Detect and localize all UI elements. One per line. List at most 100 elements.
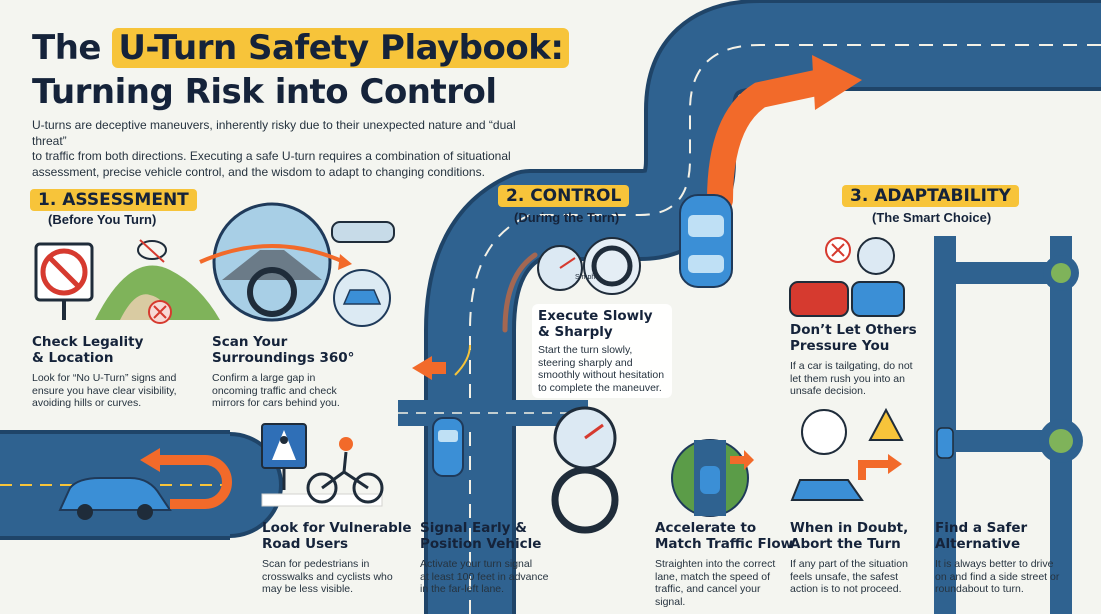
card-text-line: If a car is tailgating, do not xyxy=(790,360,913,372)
section-control-heading: 2. CONTROL xyxy=(498,185,630,207)
title-highlight: U-Turn Safety Playbook: xyxy=(112,28,570,68)
card-text-line: unsafe decision. xyxy=(790,385,866,397)
card-text-line: at least 100 feet in advance xyxy=(420,570,549,583)
card-title-line: Abort the Turn xyxy=(790,536,901,552)
speedometer-unit-label: S mph xyxy=(575,274,596,281)
card-title: Don’t Let Others Pressure You xyxy=(790,322,930,354)
card-text: If any part of the situation feels unsaf… xyxy=(790,558,930,596)
card-text-line: Start the turn slowly, xyxy=(538,344,633,356)
intro-line: to traffic from both directions. Executi… xyxy=(32,149,511,163)
card-text-line: in the far-left lane. xyxy=(420,583,505,595)
card-title-line: Execute Slowly xyxy=(538,308,653,324)
card-text-line: action is to not proceed. xyxy=(790,583,902,595)
card-pressure: Don’t Let Others Pressure You If a car i… xyxy=(790,322,930,398)
card-legality: Check Legality & Location Look for “No U… xyxy=(32,334,192,410)
card-text: Look for “No U-Turn” signs and ensure yo… xyxy=(32,372,192,410)
card-text: If a car is tailgating, do not let them … xyxy=(790,360,930,398)
card-scan: Scan Your Surroundings 360° Confirm a la… xyxy=(212,334,372,410)
card-title-line: Don’t Let Others xyxy=(790,322,917,338)
card-title-line: Find a Safer xyxy=(935,520,1028,536)
card-text-line: Confirm a large gap in xyxy=(212,372,316,384)
card-text-line: crosswalks and cyclists who xyxy=(262,570,393,583)
card-title: When in Doubt, Abort the Turn xyxy=(790,520,930,552)
card-title-line: Accelerate to xyxy=(655,520,757,536)
title-part1: The xyxy=(32,28,101,68)
card-title: Scan Your Surroundings 360° xyxy=(212,334,372,366)
card-title-line: & Sharply xyxy=(538,324,613,340)
section-assessment-sub: (Before You Turn) xyxy=(48,212,157,227)
card-doubt: When in Doubt, Abort the Turn If any par… xyxy=(790,520,930,596)
card-text-line: Look for “No U-Turn” signs and xyxy=(32,372,177,384)
card-vulnerable: Look for Vulnerable Road Users Scan for … xyxy=(262,520,422,596)
card-text-line: avoiding hills or curves. xyxy=(32,397,142,409)
steering-wheel-execute xyxy=(583,237,641,295)
no-uturn-sign xyxy=(34,242,94,320)
card-title-line: Position Vehicle xyxy=(420,536,542,552)
section-adaptability-sub: (The Smart Choice) xyxy=(872,210,992,225)
card-text-line: on and find a side street or xyxy=(935,570,1060,583)
card-text-line: feels unsafe, the safest xyxy=(790,570,898,583)
card-alternative: Find a Safer Alternative It is always be… xyxy=(935,520,1085,596)
card-title-line: Scan Your xyxy=(212,334,288,350)
page-title-line2: Turning Risk into Control xyxy=(32,72,497,112)
main-turn-arrow xyxy=(502,55,862,333)
card-title-line: Check Legality xyxy=(32,334,144,350)
section-assessment-heading: 1. ASSESSMENT xyxy=(30,189,197,211)
page-title: The U-Turn Safety Playbook: xyxy=(32,28,570,68)
pedestrian-sign xyxy=(261,423,383,507)
card-text: Confirm a large gap in oncoming traffic … xyxy=(212,372,372,410)
intro-line: U-turns are deceptive maneuvers, inheren… xyxy=(32,118,516,148)
section-control-sub: (During the Turn) xyxy=(514,210,620,225)
driver-view-circle xyxy=(199,202,352,322)
card-execute: Execute Slowly & Sharply Start the turn … xyxy=(532,304,672,398)
card-text-line: may be less visible. xyxy=(262,583,354,595)
left-road-car xyxy=(58,477,172,520)
intro-text: U-turns are deceptive maneuvers, inheren… xyxy=(32,118,552,180)
card-title: Execute Slowly & Sharply xyxy=(538,308,666,340)
card-text-line: traffic, and cancel your xyxy=(655,583,761,595)
card-signal: Signal Early & Position Vehicle Activate… xyxy=(420,520,570,596)
card-title: Signal Early & Position Vehicle xyxy=(420,520,570,552)
card-text-line: signal. xyxy=(655,595,686,608)
speedometer-execute xyxy=(537,245,583,291)
card-text: Start the turn slowly, steering sharply … xyxy=(538,344,666,394)
hill-scene xyxy=(95,239,220,324)
card-text-line: steering sharply and xyxy=(538,356,633,369)
card-text-line: Activate your turn signal xyxy=(420,558,533,570)
accelerate-circle xyxy=(671,439,754,517)
section-adaptability-heading: 3. ADAPTABILITY xyxy=(842,185,1019,207)
card-title-line: When in Doubt, xyxy=(790,520,909,536)
turn-signal-arrow xyxy=(412,344,471,380)
card-text-line: let them rush you into an xyxy=(790,372,905,385)
connector-road xyxy=(398,400,588,426)
card-title-line: Signal Early & xyxy=(420,520,527,536)
left-uturn-arrow xyxy=(140,448,232,509)
card-title: Look for Vulnerable Road Users xyxy=(262,520,422,552)
card-text-line: to complete the maneuver. xyxy=(538,381,662,394)
card-text-line: lane, match the speed of xyxy=(655,570,770,583)
card-text: Straighten into the correct lane, match … xyxy=(655,558,795,608)
card-text-line: roundabout to turn. xyxy=(935,583,1024,595)
card-title: Find a Safer Alternative xyxy=(935,520,1085,552)
card-text-line: ensure you have clear visibility, xyxy=(32,384,177,397)
signaling-car xyxy=(432,417,464,477)
card-title-line: Look for Vulnerable xyxy=(262,520,412,536)
card-title-line: Road Users xyxy=(262,536,348,552)
card-text-line: smoothly without hesitation xyxy=(538,369,665,381)
speedometer-control xyxy=(553,406,617,470)
card-accelerate: Accelerate to Match Traffic Flow Straigh… xyxy=(655,520,795,608)
card-title-line: Match Traffic Flow xyxy=(655,536,794,552)
card-title-line: Alternative xyxy=(935,536,1021,552)
card-text-line: mirrors for cars behind you. xyxy=(212,397,340,409)
card-text-line: It is always better to drive xyxy=(935,558,1054,570)
cyclist xyxy=(306,437,384,504)
card-text-line: Scan for pedestrians in xyxy=(262,558,370,570)
card-text-line: If any part of the situation xyxy=(790,558,908,570)
abort-scene xyxy=(790,407,904,501)
card-title-line: & Location xyxy=(32,350,114,366)
card-title: Accelerate to Match Traffic Flow xyxy=(655,520,795,552)
card-text: It is always better to drive on and find… xyxy=(935,558,1085,596)
steering-wheel-control xyxy=(551,466,619,534)
